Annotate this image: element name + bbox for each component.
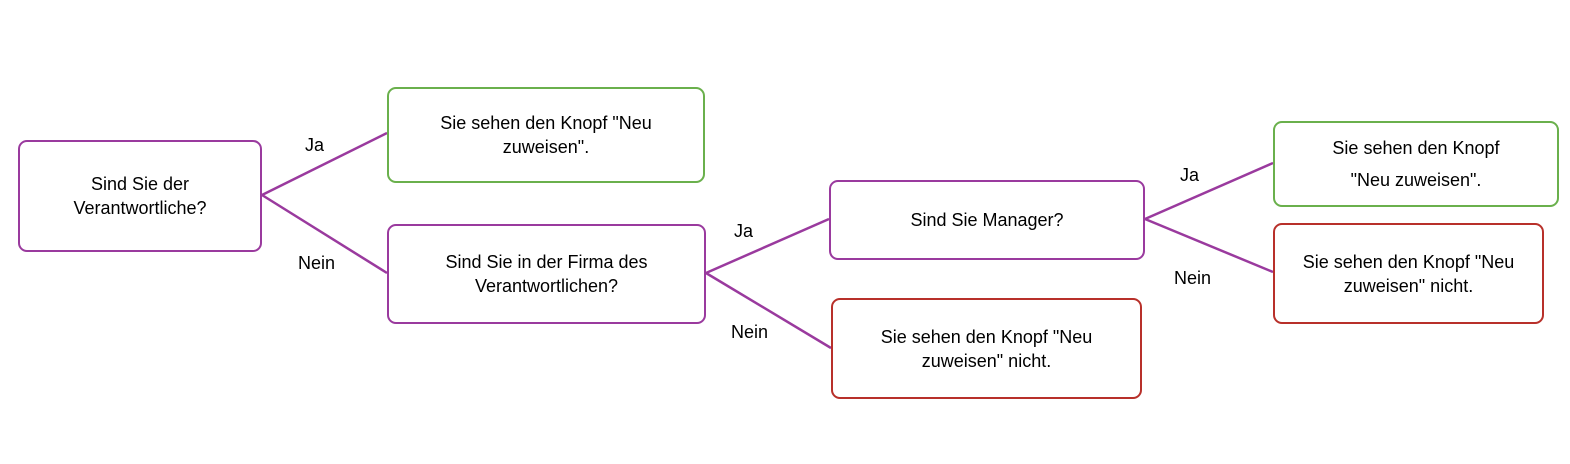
edge-q1-no <box>261 193 388 275</box>
node-text-line: Sie sehen den Knopf "Neu <box>880 326 1093 347</box>
edge-label-q1-yes: Ja <box>305 135 325 155</box>
node-text-line: zuweisen" nicht. <box>921 350 1052 371</box>
node-text-line: Sie sehen den Knopf "Neu <box>440 113 652 133</box>
node-text-line: Verantwortlichen? <box>474 276 619 296</box>
node-text-line: Sind Sie in der Firma des <box>445 252 648 272</box>
edge-label-q3-no: Nein <box>1174 268 1212 288</box>
node-text-line: Verantwortliche? <box>73 198 207 218</box>
decision-responsible: Sind Sie der Verantwortliche? <box>18 140 262 252</box>
node-text-line: Sind Sie Manager? <box>910 210 1064 230</box>
result-sees-button-1: Sie sehen den Knopf "Neu zuweisen". <box>387 87 705 183</box>
node-text-line: Sie sehen den Knopf <box>1332 138 1500 158</box>
node-text-line: zuweisen". <box>502 137 590 157</box>
node-text-line: zuweisen" nicht. <box>1343 275 1474 296</box>
edge-q3-yes <box>1144 161 1274 221</box>
edge-label-q2-yes: Ja <box>734 221 754 241</box>
edge-q3-no <box>1144 217 1274 274</box>
decision-manager: Sind Sie Manager? <box>829 180 1145 260</box>
edge-label-q2-no: Nein <box>731 322 769 342</box>
edge-q1-yes <box>261 131 388 197</box>
edge-label-q3-yes: Ja <box>1180 165 1200 185</box>
node-text-line: "Neu zuweisen". <box>1350 170 1482 190</box>
edge-label-q1-no: Nein <box>298 253 336 273</box>
decision-in-company: Sind Sie in der Firma des Verantwortlich… <box>387 224 706 324</box>
edge-q2-no <box>705 271 832 350</box>
result-no-button-1: Sie sehen den Knopf "Neu zuweisen" nicht… <box>831 298 1142 399</box>
edge-q2-yes <box>705 217 830 275</box>
node-text-line: Sind Sie der <box>90 174 190 194</box>
node-text-line: Sie sehen den Knopf "Neu <box>1302 251 1515 272</box>
result-no-button-2: Sie sehen den Knopf "Neu zuweisen" nicht… <box>1273 223 1544 324</box>
result-sees-button-2: Sie sehen den Knopf "Neu zuweisen". <box>1273 121 1559 207</box>
